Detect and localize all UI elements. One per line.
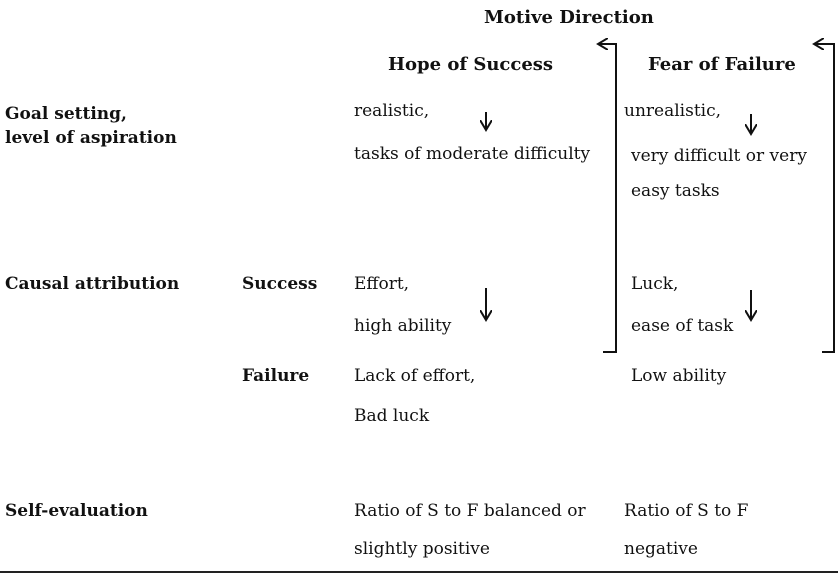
bracket-left-feedback-arrow <box>598 44 617 353</box>
goal-hope-text-1: realistic, <box>354 101 430 121</box>
failure-hope-text-1: Lack of effort, <box>354 366 476 386</box>
goal-fear-text-3: easy tasks <box>631 181 720 201</box>
goal-fear-text-1: unrealistic, <box>624 101 722 121</box>
column-header-fear-of-failure: Fear of Failure <box>648 54 796 75</box>
column-header-hope-of-success: Hope of Success <box>388 54 554 75</box>
goal-fear-text-2: very difficult or very <box>631 146 807 166</box>
success-hope-text-1: Effort, <box>354 274 410 294</box>
sublabel-failure: Failure <box>242 366 310 386</box>
failure-hope-text-2: Bad luck <box>354 406 430 426</box>
success-hope-text-2: high ability <box>354 316 452 336</box>
success-fear-text-2: ease of task <box>631 316 734 336</box>
success-fear-text-1: Luck, <box>631 274 679 294</box>
selfeval-fear-text-1: Ratio of S to F <box>624 501 749 521</box>
selfeval-fear-text-2: negative <box>624 539 698 559</box>
row-label-goal-setting-2: level of aspiration <box>5 128 177 148</box>
bracket-right-feedback-arrow <box>814 44 835 353</box>
row-label-goal-setting-1: Goal setting, <box>5 104 127 124</box>
row-label-causal-attribution: Causal attribution <box>5 274 180 294</box>
selfeval-hope-text-1: Ratio of S to F balanced or <box>354 501 586 521</box>
sublabel-success: Success <box>242 274 318 294</box>
selfeval-hope-text-2: slightly positive <box>354 539 490 559</box>
goal-hope-text-2: tasks of moderate difficulty <box>354 144 591 164</box>
row-label-self-evaluation: Self-evaluation <box>5 501 148 521</box>
diagram-title: Motive Direction <box>484 7 654 28</box>
failure-fear-text-1: Low ability <box>631 366 727 386</box>
bottom-rule <box>0 571 838 573</box>
